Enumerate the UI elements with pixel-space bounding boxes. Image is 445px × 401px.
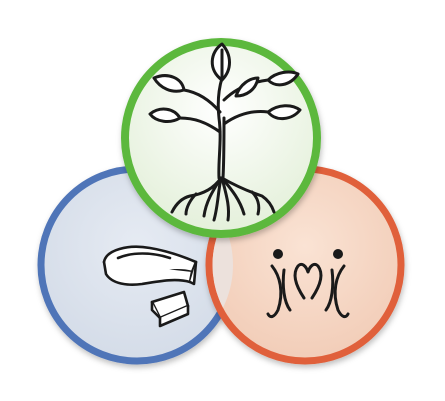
venn-diagram [0,0,445,401]
venn-canvas [0,0,445,401]
